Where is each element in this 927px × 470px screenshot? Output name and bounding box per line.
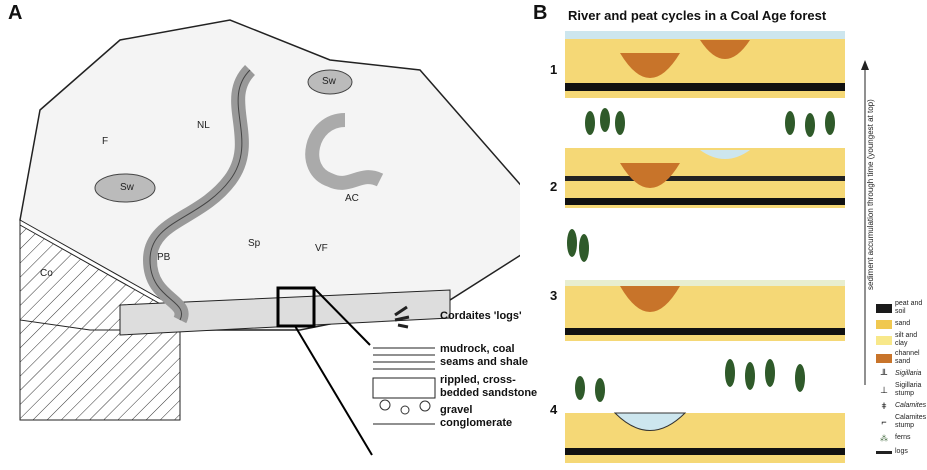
logs-icon bbox=[876, 450, 892, 454]
label-vf: VF bbox=[315, 243, 328, 254]
block-diagram bbox=[19, 19, 520, 456]
panel-b-title: River and peat cycles in a Coal Age fore… bbox=[568, 8, 827, 23]
abandoned-channel bbox=[305, 113, 384, 190]
label-pb: PB bbox=[157, 252, 171, 263]
swamp-1 bbox=[94, 173, 156, 203]
panel-b-letter: B bbox=[533, 2, 548, 24]
panel-b-legend: peat and soil sand silt and clay channel… bbox=[876, 300, 927, 460]
section-2 bbox=[565, 108, 845, 208]
legend-item: ╨Sigillaria bbox=[876, 368, 927, 380]
log-icon bbox=[394, 305, 410, 329]
legend-item: ⁂ferns bbox=[876, 432, 927, 444]
legend-item: ⊥Sigillaria stump bbox=[876, 382, 927, 398]
sigillaria-stump-icon: ⊥ bbox=[880, 384, 888, 395]
legend-item: channel sand bbox=[876, 350, 927, 366]
section-1 bbox=[565, 31, 845, 98]
section-4 bbox=[565, 359, 845, 463]
strata-front bbox=[119, 289, 451, 336]
river-bank bbox=[149, 69, 251, 321]
row-number-1: 1 bbox=[550, 62, 558, 77]
legend-item: peat and soil bbox=[876, 300, 927, 316]
legend-swatches bbox=[372, 305, 436, 425]
legend-item: silt and clay bbox=[876, 332, 927, 348]
inset-arrow-bottom bbox=[294, 325, 373, 456]
hatched-basement bbox=[19, 224, 181, 421]
ferns-icon: ⁂ bbox=[880, 433, 888, 443]
label-sw-2: Sw bbox=[322, 76, 336, 87]
calamites-stump-icon: ⌐ bbox=[881, 417, 887, 427]
swatch-sand bbox=[876, 319, 892, 329]
time-axis-label: sediment accumulation through time (youn… bbox=[866, 99, 875, 290]
swamp-2 bbox=[307, 69, 353, 95]
legend-cordaites: Cordaites 'logs' bbox=[440, 310, 522, 322]
label-sw-1: Sw bbox=[120, 182, 134, 193]
sigillaria-icon: ╨ bbox=[880, 369, 888, 379]
inset-arrow-top bbox=[313, 287, 371, 346]
calamites-icon: ǂ bbox=[881, 401, 887, 411]
swatch-silt bbox=[876, 335, 892, 345]
legend-item: sand bbox=[876, 318, 927, 330]
row-number-2: 2 bbox=[550, 179, 558, 194]
panel-a-letter: A bbox=[8, 2, 23, 24]
swatch-channel-sand bbox=[876, 353, 892, 363]
legend-mudrock: mudrock, coal seams and shale bbox=[440, 343, 529, 368]
label-nl: NL bbox=[197, 120, 210, 131]
label-f: F bbox=[102, 136, 109, 147]
legend-sandstone: rippled, cross-bedded sandstone bbox=[440, 374, 538, 399]
legend-item: ⌐Calamites stump bbox=[876, 414, 927, 430]
legend-conglomerate: gravel conglomerate bbox=[440, 404, 513, 429]
legend-item: logs bbox=[876, 446, 927, 458]
swatch-peat bbox=[876, 303, 892, 313]
row-number-3: 3 bbox=[550, 288, 558, 303]
cycle-cross-sections bbox=[565, 31, 845, 463]
row-number-4: 4 bbox=[550, 402, 558, 417]
time-arrow bbox=[861, 60, 869, 385]
label-ac: AC bbox=[345, 193, 359, 204]
label-sp: Sp bbox=[248, 238, 261, 249]
section-3 bbox=[565, 229, 845, 341]
label-co: Co bbox=[40, 268, 53, 279]
